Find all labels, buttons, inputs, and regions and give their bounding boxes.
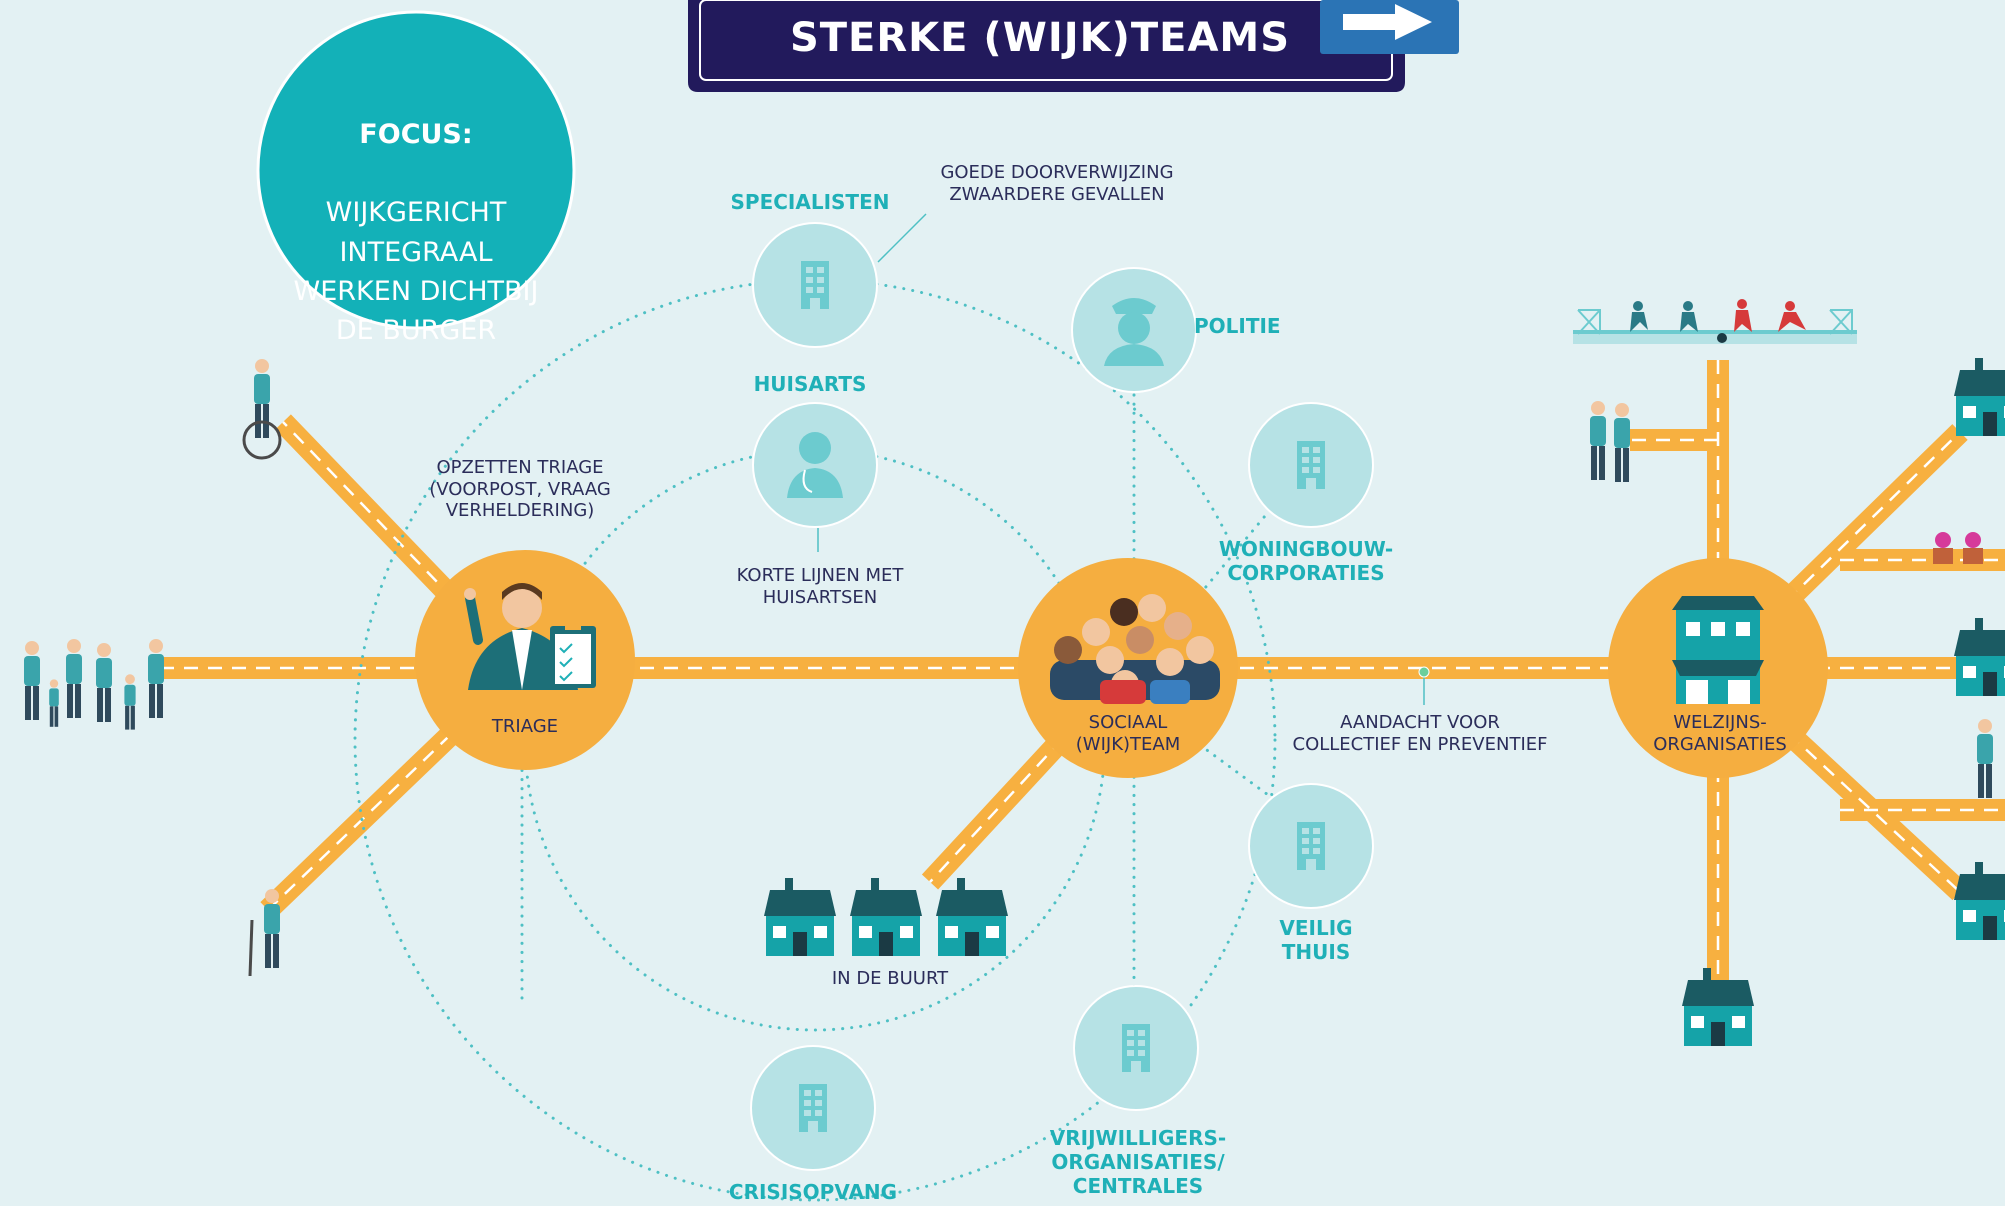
building-icon xyxy=(1297,441,1325,489)
in-de-buurt-label: IN DE BUURT xyxy=(831,968,949,989)
house-icon xyxy=(1954,862,2005,940)
elderly-couple-icon xyxy=(1590,401,1630,482)
doorverwijzing-note: GOEDE DOORVERWIJZING ZWAARDERE GEVALLEN xyxy=(940,162,1174,205)
vrijwilligers-label: VRIJWILLIGERS- ORGANISATIES/ CENTRALES xyxy=(1049,1126,1227,1198)
house-icon xyxy=(764,878,836,956)
veilig-thuis-node[interactable] xyxy=(1248,783,1374,909)
building-icon xyxy=(1297,822,1325,870)
house-icon xyxy=(1954,618,2005,696)
sociaal-wijkteam-label: SOCIAAL (WIJK)TEAM xyxy=(1075,712,1181,755)
woningbouw-node[interactable] xyxy=(1248,402,1374,528)
focus-lines: WIJKGERICHT INTEGRAAL WERKEN DICHTBIJ DE… xyxy=(293,197,539,346)
clipboard-worker-icon xyxy=(464,583,596,690)
sports-field-icon xyxy=(1573,299,1857,344)
building-icon xyxy=(799,1084,827,1132)
police-officer-icon xyxy=(1104,298,1164,366)
building-icon xyxy=(1122,1024,1150,1072)
korte-lijnen-note: KORTE LIJNEN MET HUISARTSEN xyxy=(736,565,904,608)
page-title: STERKE (WIJK)TEAMS xyxy=(789,15,1291,61)
wheelchair-person-icon xyxy=(242,359,282,460)
triage-label: TRIAGE xyxy=(491,716,559,737)
house-icon xyxy=(936,878,1008,956)
huisarts-label: HUISARTS xyxy=(753,372,867,396)
community-building-icon xyxy=(1672,596,1764,704)
elderly-person-icon xyxy=(248,889,280,977)
triage-hub[interactable] xyxy=(415,550,635,770)
focus-circle xyxy=(256,10,576,330)
crisisopvang-node[interactable] xyxy=(750,1045,876,1171)
aandacht-note: AANDACHT VOOR COLLECTIEF EN PREVENTIEF xyxy=(1292,712,1548,755)
politie-label: POLITIE xyxy=(1194,314,1281,338)
sociaal-wijkteam-hub[interactable] xyxy=(1018,558,1238,778)
focus-heading: FOCUS: xyxy=(359,119,473,151)
crisisopvang-label: CRISISOPVANG xyxy=(728,1180,898,1204)
caregiver-icon xyxy=(1977,719,1993,798)
huisarts-node[interactable] xyxy=(752,402,878,528)
arrow-right-icon[interactable] xyxy=(1320,0,1459,54)
opzetten-triage-note: OPZETTEN TRIAGE (VOORPOST, VRAAG VERHELD… xyxy=(429,457,611,522)
doctor-icon xyxy=(787,432,843,498)
house-icon xyxy=(850,878,922,956)
veilig-thuis-label: VEILIG THUIS xyxy=(1279,916,1353,964)
specialisten-label: SPECIALISTEN xyxy=(730,190,890,214)
vrijwilligers-node[interactable] xyxy=(1073,985,1199,1111)
building-icon xyxy=(801,261,829,309)
specialisten-node[interactable] xyxy=(752,222,878,348)
welzijnsorganisaties-hub[interactable] xyxy=(1608,558,1828,778)
politie-node[interactable] xyxy=(1071,267,1197,393)
woningbouw-label: WONINGBOUW- CORPORATIES xyxy=(1218,537,1394,585)
house-icon xyxy=(1954,358,2005,436)
flowers-icon xyxy=(1933,532,1983,564)
group-of-people-icon xyxy=(1050,594,1220,704)
welzijnsorganisaties-label: WELZIJNS- ORGANISATIES xyxy=(1653,712,1787,755)
focus-text: FOCUS: WIJKGERICHT INTEGRAAL WERKEN DICH… xyxy=(270,76,562,389)
family-group-icon xyxy=(24,639,164,730)
